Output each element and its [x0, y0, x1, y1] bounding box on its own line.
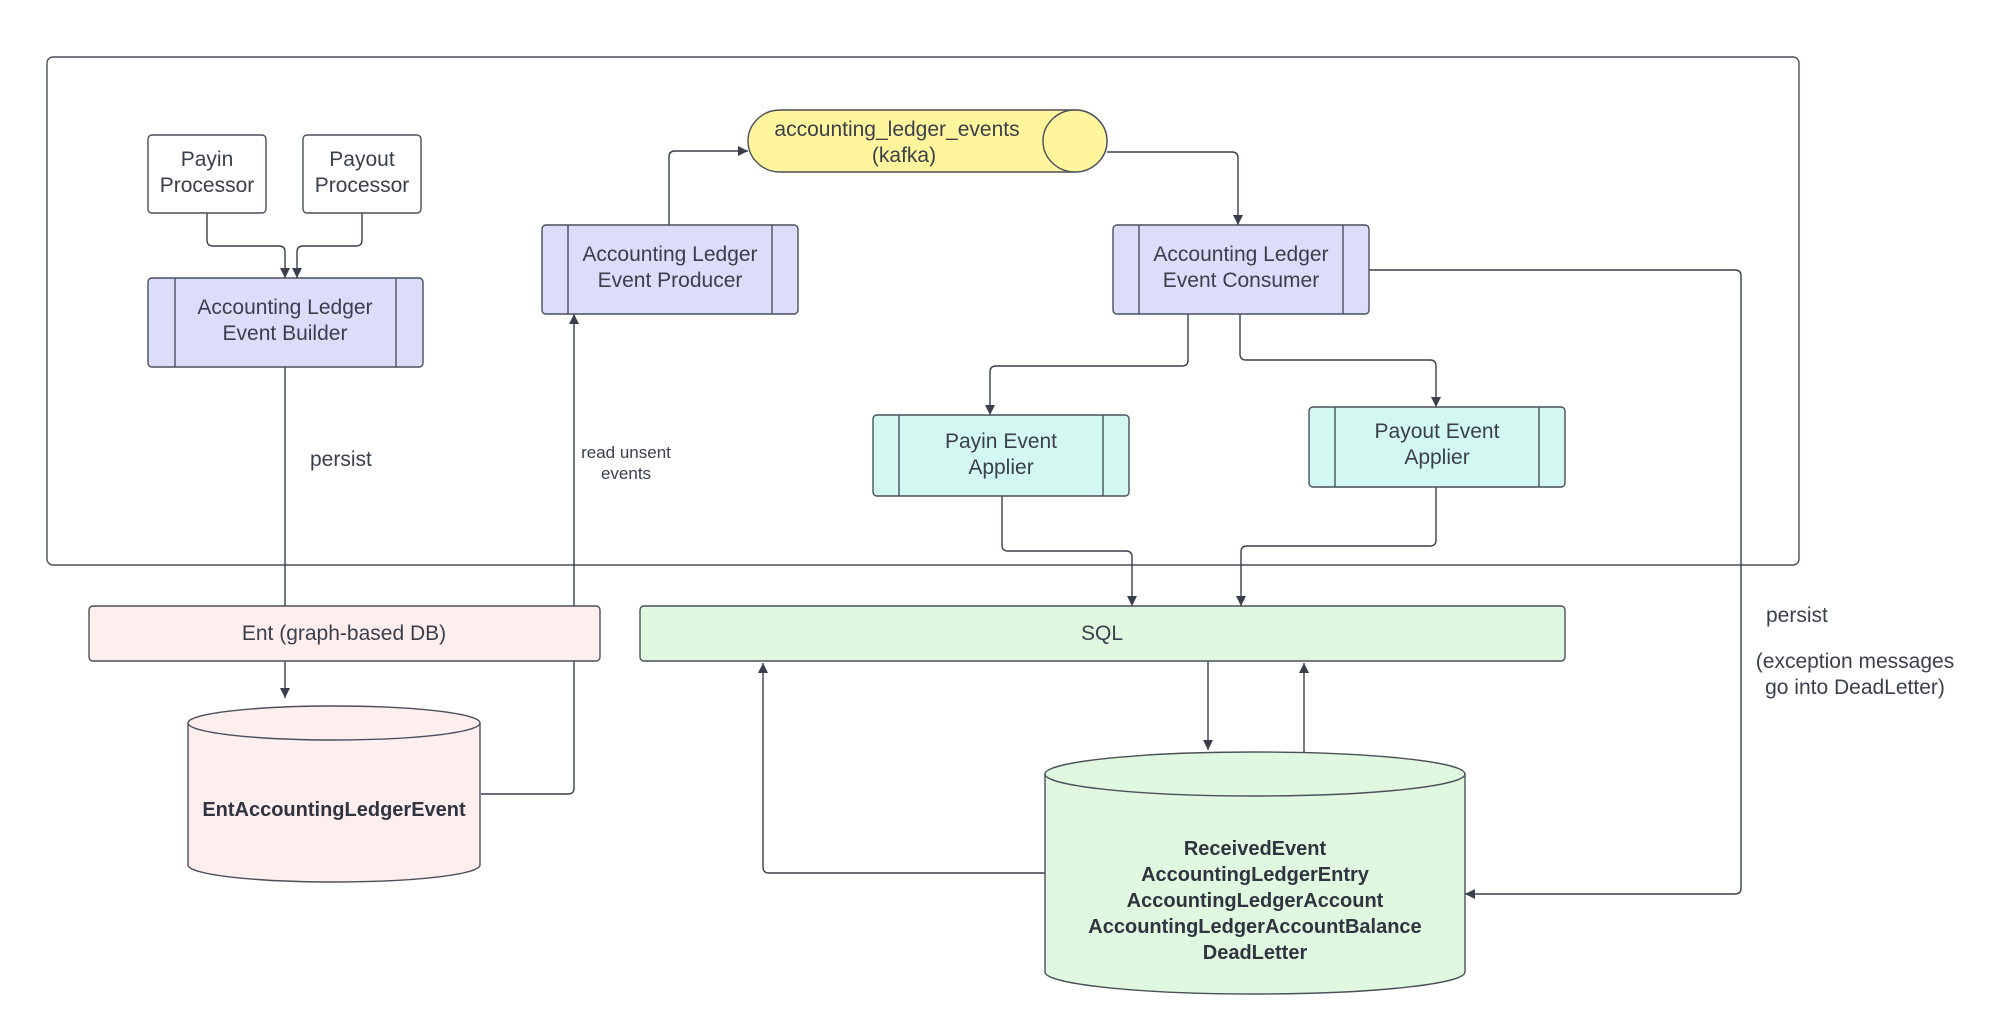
event-builder-node: Accounting Ledger Event Builder	[147, 277, 424, 368]
ent-db-label: Ent (graph-based DB)	[242, 622, 446, 645]
sql-table-dead-letter: DeadLetter	[1203, 942, 1308, 964]
service-boundary	[46, 56, 1800, 566]
payout-applier-label-2: Applier	[1404, 446, 1469, 469]
edge-consumer-to-deadletter	[1369, 269, 1742, 899]
payin-applier-label-1: Payin Event	[945, 430, 1057, 453]
payin-applier-label-2: Applier	[968, 456, 1033, 479]
persist-label-consumer: persist	[1766, 604, 1828, 627]
event-producer-node: Accounting Ledger Event Producer	[541, 224, 799, 315]
event-builder-label-1: Accounting Ledger	[197, 296, 372, 319]
sql-table-ledger-account: AccountingLedgerAccount	[1127, 890, 1384, 912]
sql-table-ledger-account-balance: AccountingLedgerAccountBalance	[1088, 916, 1421, 938]
payout-processor-label-1: Payout	[329, 148, 395, 171]
ent-table-cylinder: EntAccountingLedgerEvent	[187, 705, 481, 883]
sql-table-ledger-entry: AccountingLedgerEntry	[1141, 864, 1370, 886]
payout-applier-node: Payout Event Applier	[1308, 406, 1566, 488]
sql-tables-cylinder: ReceivedEvent AccountingLedgerEntry Acco…	[1044, 751, 1466, 995]
edge-producer-to-kafka	[668, 146, 748, 225]
ent-db-node: Ent (graph-based DB)	[88, 605, 601, 662]
deadletter-note-2: go into DeadLetter)	[1765, 676, 1945, 699]
read-unsent-label-1: read unsent	[581, 443, 671, 462]
read-unsent-label-2: events	[601, 464, 651, 483]
payout-applier-label-1: Payout Event	[1375, 420, 1500, 443]
edge-payin-processor-to-builder	[206, 213, 290, 278]
event-builder-label-2: Event Builder	[223, 322, 348, 345]
payin-applier-node: Payin Event Applier	[872, 414, 1130, 497]
sql-table-received-event: ReceivedEvent	[1184, 838, 1327, 860]
edge-payout-applier-to-sql	[1236, 487, 1437, 606]
edge-payout-processor-to-builder	[292, 213, 363, 278]
event-consumer-node: Accounting Ledger Event Consumer	[1112, 224, 1370, 315]
edge-payin-applier-to-sql	[1001, 496, 1137, 606]
edge-kafka-to-consumer	[1107, 151, 1243, 225]
edges	[206, 146, 1742, 899]
edge-tables-to-sql-left	[758, 663, 1045, 874]
edge-table-to-producer	[481, 314, 579, 795]
ent-table-label: EntAccountingLedgerEvent	[202, 799, 466, 821]
event-producer-label-2: Event Producer	[598, 269, 743, 292]
payin-processor-node: Payin Processor	[147, 134, 267, 214]
persist-label-builder: persist	[310, 448, 372, 471]
kafka-topic-label-2: (kafka)	[872, 144, 936, 167]
sql-db-node: SQL	[639, 605, 1566, 662]
payin-processor-label-1: Payin	[181, 148, 234, 171]
kafka-topic-node: accounting_ledger_events (kafka)	[747, 109, 1108, 173]
deadletter-note-1: (exception messages	[1756, 650, 1954, 673]
edge-consumer-to-payout-applier	[1239, 314, 1441, 407]
sql-db-label: SQL	[1081, 622, 1123, 645]
payout-processor-label-2: Processor	[315, 174, 410, 197]
payout-processor-node: Payout Processor	[302, 134, 422, 214]
event-consumer-label-1: Accounting Ledger	[1153, 243, 1328, 266]
event-consumer-label-2: Event Consumer	[1163, 269, 1319, 292]
event-producer-label-1: Accounting Ledger	[582, 243, 757, 266]
kafka-topic-label-1: accounting_ledger_events	[774, 118, 1019, 141]
edge-consumer-to-payin-applier	[985, 314, 1189, 415]
payin-processor-label-2: Processor	[160, 174, 255, 197]
